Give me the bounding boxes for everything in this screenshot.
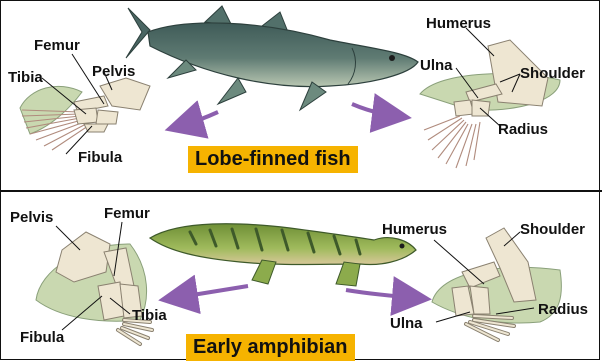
- banner-early-amphibian: Early amphibian: [186, 334, 355, 361]
- label-femur-fish: Femur: [34, 38, 80, 53]
- early-amphibian-illustration: [150, 224, 416, 286]
- label-shoulder-amphibian: Shoulder: [520, 222, 585, 237]
- label-shoulder-fish: Shoulder: [520, 66, 585, 81]
- label-ulna-amphibian: Ulna: [390, 316, 423, 331]
- label-tibia-amphibian: Tibia: [132, 308, 167, 323]
- label-fibula-amphibian: Fibula: [20, 330, 64, 345]
- amphibian-fore-limb-skeleton: [432, 228, 561, 340]
- label-radius-fish: Radius: [498, 122, 548, 137]
- label-femur-amphibian: Femur: [104, 206, 150, 221]
- arrow-to-amphibian-hind-limb: [174, 286, 248, 298]
- label-pelvis-amphibian: Pelvis: [10, 210, 53, 225]
- lobe-finned-fish-illustration: [126, 6, 418, 110]
- label-humerus-amphibian: Humerus: [382, 222, 447, 237]
- label-ulna-fish: Ulna: [420, 58, 453, 73]
- label-humerus-fish: Humerus: [426, 16, 491, 31]
- arrow-to-fish-fore-fin: [352, 104, 396, 116]
- label-pelvis-fish: Pelvis: [92, 64, 135, 79]
- arrow-to-fish-hind-fin: [180, 112, 218, 126]
- label-tibia-fish: Tibia: [8, 70, 43, 85]
- label-radius-amphibian: Radius: [538, 302, 588, 317]
- label-fibula-fish: Fibula: [78, 150, 122, 165]
- fish-pelvic-fin-skeleton: [20, 78, 150, 150]
- amphibian-hind-limb-skeleton: [36, 232, 152, 344]
- arrow-to-amphibian-fore-limb: [346, 290, 416, 298]
- banner-lobe-finned-fish: Lobe-finned fish: [188, 146, 358, 173]
